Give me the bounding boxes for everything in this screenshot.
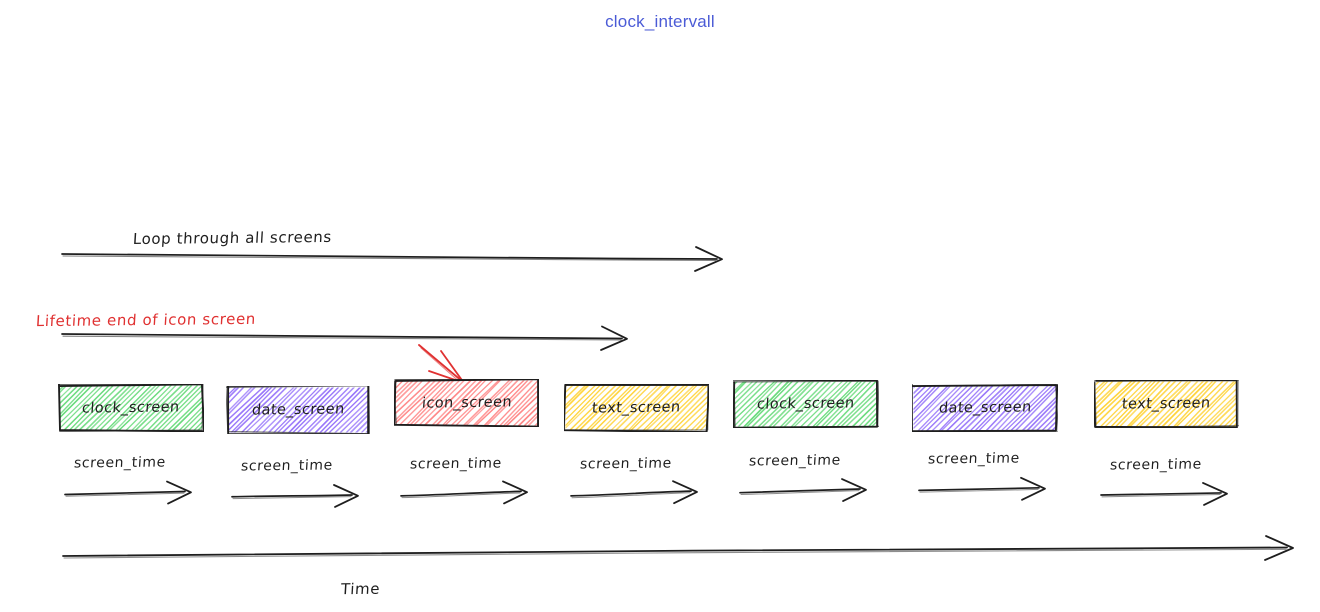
screen-time-arrow-5 (736, 477, 876, 511)
page-title: clock_intervall (0, 12, 1320, 32)
screen-time-label-3: screen_time (409, 456, 502, 473)
time-axis-label: Time (340, 580, 380, 598)
screen-box-date_screen-2[interactable]: date_screen (226, 386, 370, 434)
screen-box-text_screen-7[interactable]: text_screen (1094, 380, 1239, 428)
screen-box-label: clock_screen (757, 395, 856, 412)
screen-time-arrow-3 (397, 480, 537, 514)
screen-time-label-7: screen_time (1109, 457, 1202, 474)
screen-box-label: text_screen (592, 399, 682, 416)
screen-time-label-5: screen_time (748, 453, 841, 470)
screen-time-label-2: screen_time (240, 458, 333, 475)
screen-box-label: date_screen (938, 399, 1032, 416)
screen-time-label-1: screen_time (73, 455, 166, 472)
screen-box-label: text_screen (1122, 395, 1212, 412)
screen-time-arrow-7 (1097, 481, 1237, 515)
screen-time-arrow-2 (228, 482, 368, 516)
screen-time-arrow-1 (61, 479, 201, 513)
screen-box-text_screen-4[interactable]: text_screen (564, 384, 709, 432)
screen-time-arrow-4 (567, 480, 707, 514)
screen-box-label: clock_screen (82, 399, 181, 416)
screen-time-arrow-6 (915, 475, 1055, 509)
screen-box-clock_screen-5[interactable]: clock_screen (733, 380, 879, 428)
time-axis-arrow (55, 530, 1310, 570)
screen-time-label-4: screen_time (579, 456, 672, 473)
loop-through-all-screens-label: Loop through all screens (132, 228, 332, 248)
screen-box-clock_screen-1[interactable]: clock_screen (58, 384, 204, 432)
screen-box-label: icon_screen (421, 394, 512, 411)
screen-box-label: date_screen (251, 401, 345, 418)
screen-time-label-6: screen_time (927, 451, 1020, 468)
screen-box-date_screen-6[interactable]: date_screen (912, 384, 1058, 432)
screen-box-icon_screen-3[interactable]: icon_screen (394, 379, 539, 427)
lifetime-end-of-icon-screen-label: Lifetime end of icon screen (35, 310, 256, 330)
